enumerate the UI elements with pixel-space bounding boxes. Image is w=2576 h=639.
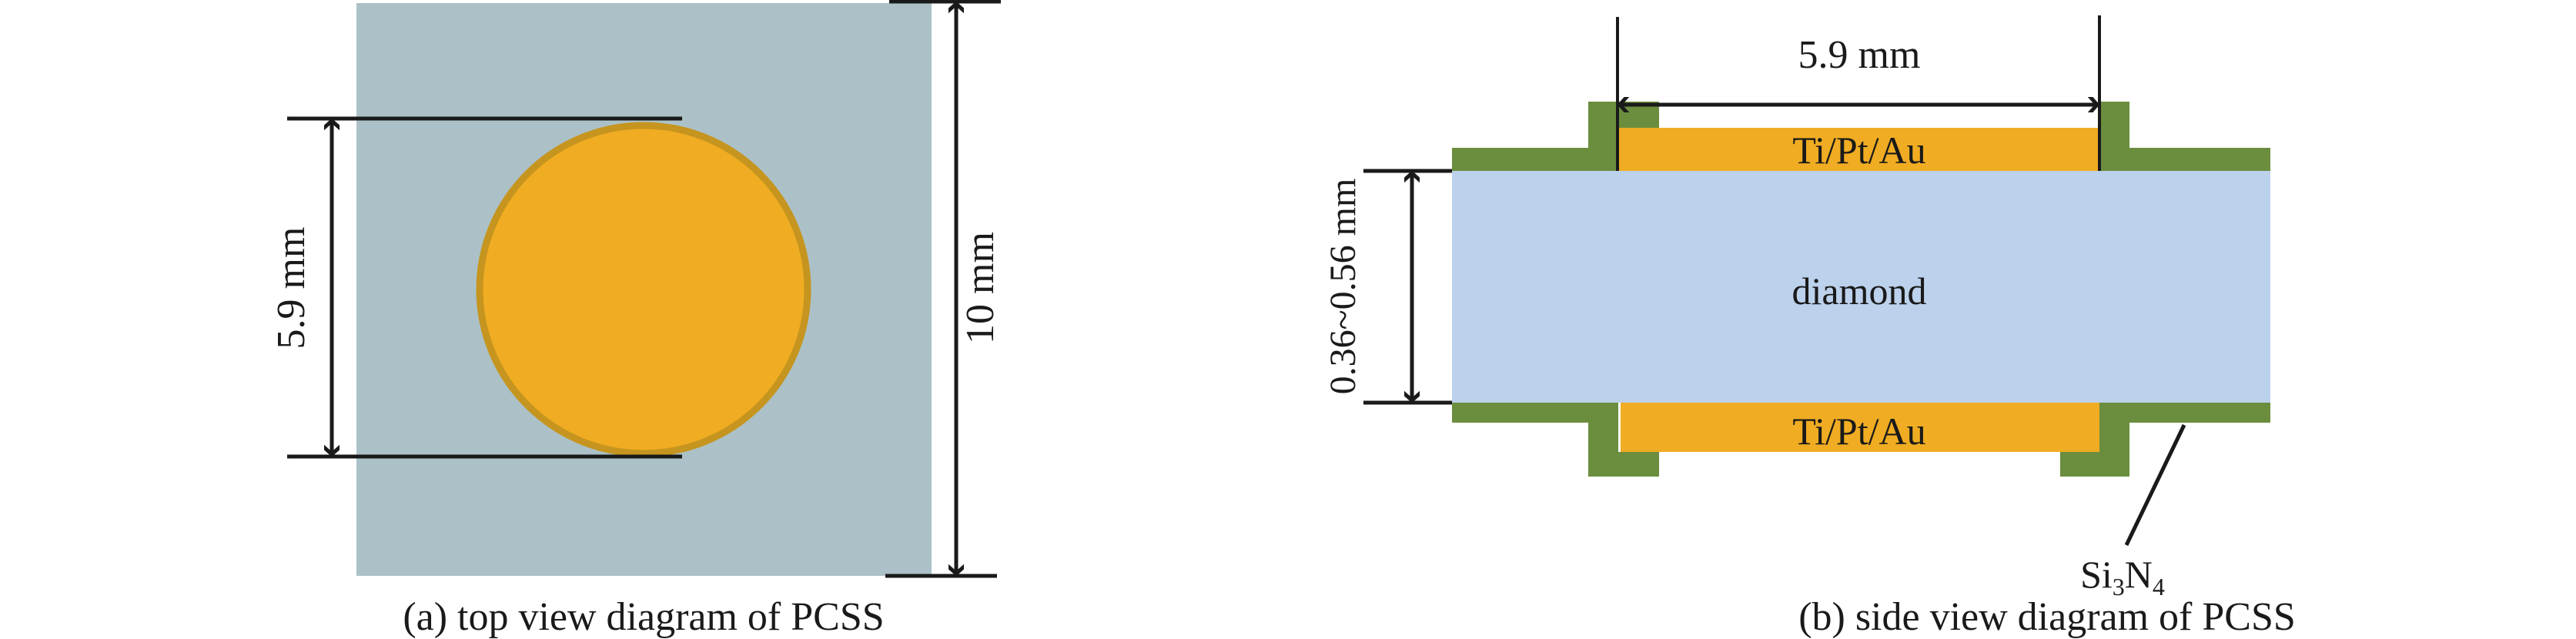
top-electrode-label: Ti/Pt/Au [1792,129,1925,172]
dimension-label-substrate: 10 mm [958,232,1002,344]
top-electrode [1618,128,2099,171]
dimension-label-thickness: 0.36~0.56 mm [1323,179,1363,395]
passivation-leader-line [2124,423,2186,547]
dimension-label-circle: 5.9 mm [269,227,313,350]
passivation-label: Si3N4 [2080,553,2165,601]
caption-b: (b) side view diagram of PCSS [1798,595,2296,639]
side-view-panel: Ti/Pt/Au Ti/Pt/Au diamond 5.9 mm 0.36~0.… [1323,15,2296,639]
substrate-label: diamond [1792,269,1927,313]
diamond-substrate [1452,171,2270,403]
top-view-panel: 5.9 mm 10 mm (a) top view diagram of PCS… [269,0,1002,639]
passivation-top [1452,102,2270,171]
passivation-bottom [1452,403,2270,477]
bottom-electrode [1621,403,2099,452]
electrode-circle [476,122,811,457]
dimension-label-electrode: 5.9 mm [1798,33,1921,77]
caption-a: (a) top view diagram of PCSS [403,595,884,639]
bottom-electrode-label: Ti/Pt/Au [1792,410,1925,453]
